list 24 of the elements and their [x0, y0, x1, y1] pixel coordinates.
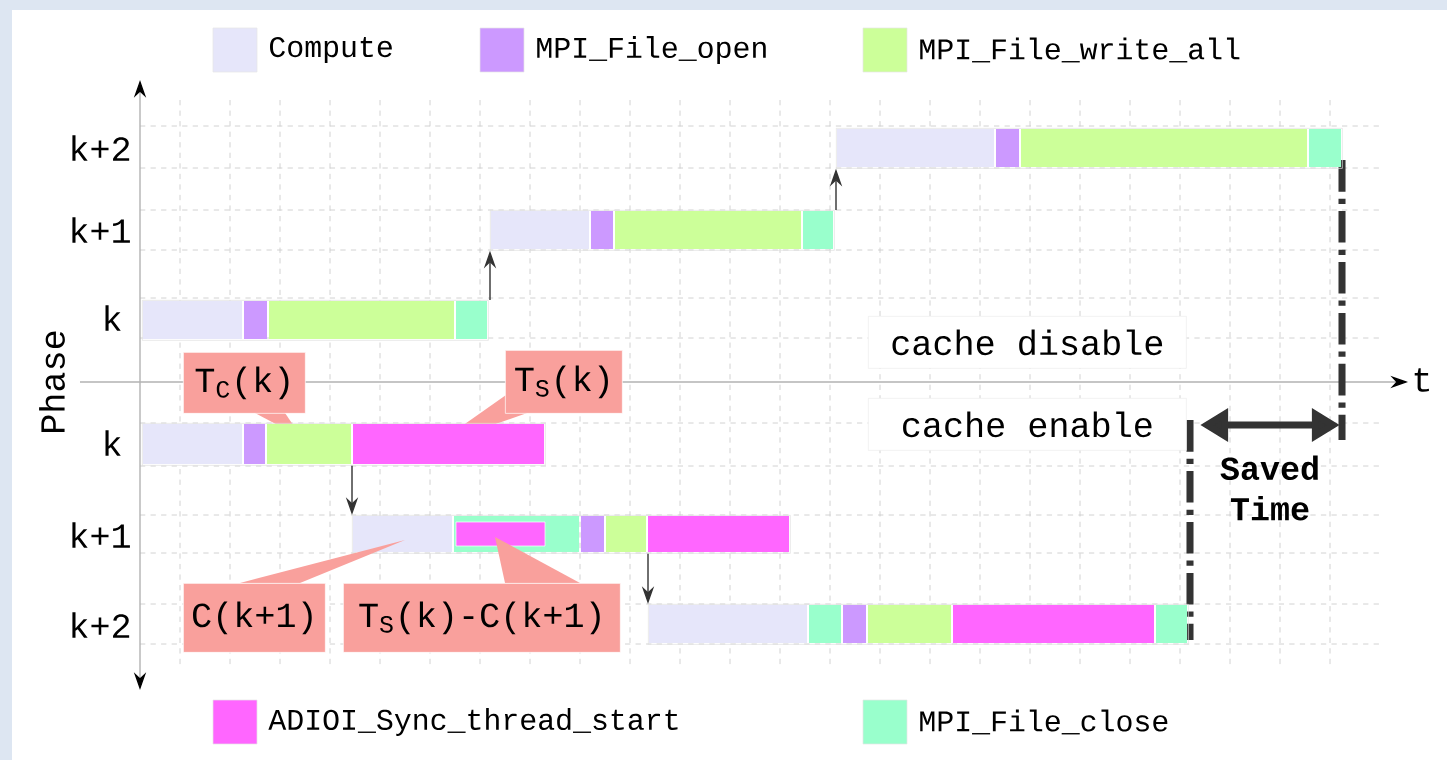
timeline-bar [142, 300, 489, 341]
legend-label: MPI_File_close [920, 709, 1168, 735]
timeline-bar [648, 604, 1189, 645]
dimension-label: Saved Time [1220, 455, 1318, 521]
timeline-bar [836, 128, 1343, 169]
tick-label: k [105, 430, 121, 456]
legend-label: ADIOI_Sync_thread_start [268, 708, 678, 736]
axis-title: Phase [39, 331, 65, 432]
label-box: cache disable [868, 316, 1187, 369]
legend-label: MPI_File_write_all [920, 37, 1240, 63]
legend-label: Compute [270, 36, 392, 64]
tick-label: k+1 [72, 217, 130, 243]
legend-label: MPI_File_open [537, 36, 766, 64]
timeline-bar [352, 515, 791, 554]
tick-label: k [105, 305, 121, 331]
speech-bubble: T$_{S}$(k)-C(k+1) [343, 537, 621, 653]
timeline-bar [490, 210, 835, 251]
tick-label: k+2 [72, 135, 130, 161]
label-box: cache enable [868, 398, 1187, 451]
tick-label: k+1 [72, 522, 130, 548]
tick-label: k+2 [72, 612, 130, 638]
speech-bubble: T$_{C}$(k) [183, 352, 306, 438]
axis-title: t [1414, 368, 1429, 392]
timeline-bar [142, 423, 546, 466]
